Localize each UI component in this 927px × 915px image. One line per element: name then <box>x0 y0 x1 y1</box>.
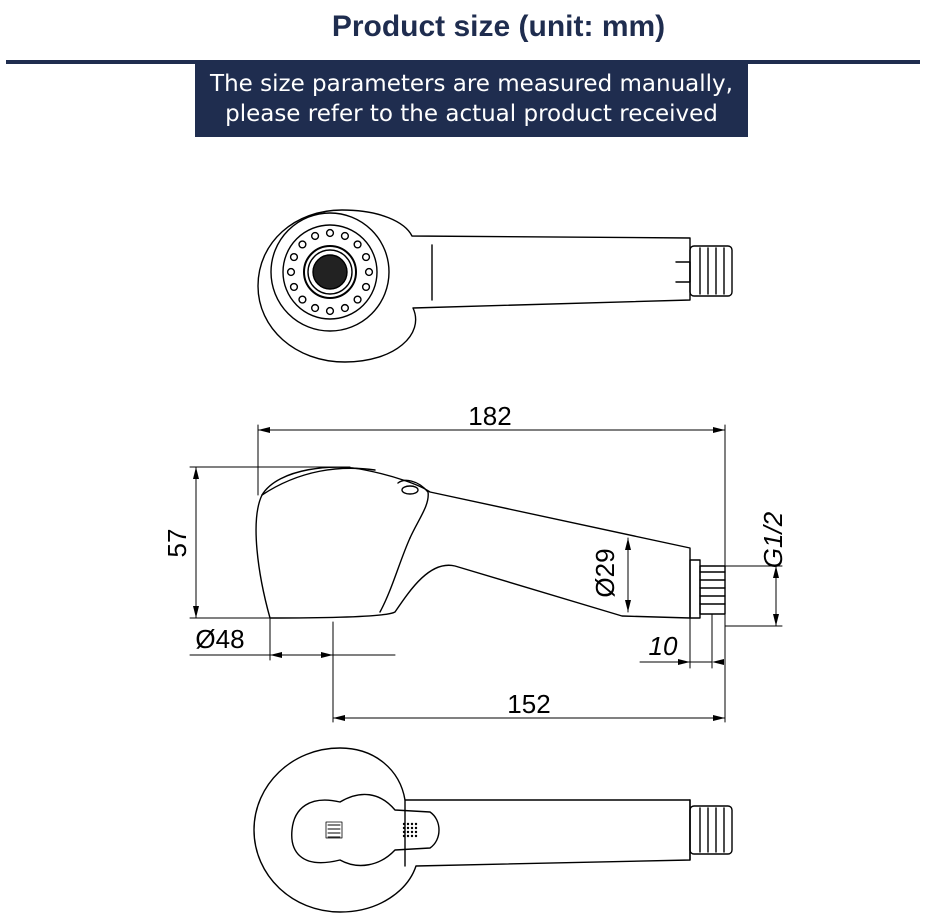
spray-dot <box>414 826 418 830</box>
arrow <box>258 427 270 433</box>
arrow <box>678 659 690 665</box>
nozzle-hole <box>310 303 320 313</box>
page-title: Product size (unit: mm) <box>331 10 666 43</box>
top-view <box>257 209 733 363</box>
button-ridge <box>397 479 429 539</box>
dim-head-diameter: Ø48 <box>195 624 244 654</box>
dim-thread-length: 10 <box>649 631 678 661</box>
dim-handle-diameter: Ø29 <box>590 548 620 597</box>
handle-underside <box>379 537 411 613</box>
nozzle-hole <box>364 267 374 277</box>
dim-base-length: 152 <box>507 689 550 719</box>
top-view-outline <box>257 209 691 363</box>
arrow <box>193 467 199 479</box>
spray-face-inner <box>282 224 378 320</box>
nozzle-hole <box>298 240 307 249</box>
nozzle-hole <box>361 282 371 292</box>
dim-thread: G1/2 <box>758 511 788 568</box>
nozzle-hole <box>286 267 296 277</box>
notice-banner: The size parameters are measured manuall… <box>195 64 748 137</box>
arrow <box>625 538 631 550</box>
bottom-view-outline <box>253 747 691 913</box>
arrow <box>270 652 282 658</box>
dim-height: 57 <box>162 529 192 558</box>
spray-dot <box>410 834 414 838</box>
notice-line-2: please refer to the actual product recei… <box>225 101 718 127</box>
button-plate <box>291 793 440 867</box>
nozzle-hole <box>325 306 335 316</box>
nozzle-hole <box>289 252 299 262</box>
spray-dot <box>410 822 414 826</box>
collar <box>689 559 701 619</box>
nozzle-hole <box>289 282 299 292</box>
notice-line-1: The size parameters are measured manuall… <box>210 71 733 97</box>
spray-dot <box>410 826 414 830</box>
nozzle-hole <box>361 252 371 262</box>
nozzle-hole <box>298 295 307 304</box>
title-divider <box>6 60 920 64</box>
arrow <box>713 715 725 721</box>
spray-nozzles <box>286 228 374 316</box>
side-view-outline <box>255 466 691 619</box>
connector-collar <box>675 261 691 283</box>
dim-overall-length: 182 <box>468 401 511 431</box>
spray-dot <box>410 830 414 834</box>
spray-dot <box>406 826 410 830</box>
side-thread <box>699 565 726 615</box>
spray-dot <box>406 834 410 838</box>
bottom-thread <box>689 805 733 855</box>
spray-dot <box>414 830 418 834</box>
nozzle-hole <box>310 231 320 241</box>
top-thread <box>689 245 733 297</box>
bottom-view <box>253 747 733 913</box>
spray-center-mesh <box>312 254 348 290</box>
arrow <box>625 600 631 612</box>
nozzle-hole <box>353 295 362 304</box>
head-top-curve <box>261 467 376 496</box>
spray-center-outer <box>303 245 357 299</box>
spray-dot <box>406 822 410 826</box>
arrow <box>773 566 779 578</box>
spray-center-mid <box>307 249 353 295</box>
icon-lines-left <box>325 821 343 839</box>
spray-dot <box>406 830 410 834</box>
arrow <box>713 427 725 433</box>
button-dot <box>401 485 419 495</box>
arrow <box>773 614 779 626</box>
arrow <box>321 652 333 658</box>
nozzle-hole <box>353 240 362 249</box>
nozzle-hole <box>325 228 335 238</box>
side-view: 182 57 Ø48 152 Ø29 <box>162 401 788 723</box>
spray-face-ring <box>270 212 390 332</box>
arrow <box>333 715 345 721</box>
spray-dot <box>414 822 418 826</box>
arrow <box>193 606 199 618</box>
spray-dot <box>414 834 418 838</box>
arrow <box>712 659 724 665</box>
nozzle-hole <box>340 303 350 313</box>
nozzle-hole <box>340 231 350 241</box>
